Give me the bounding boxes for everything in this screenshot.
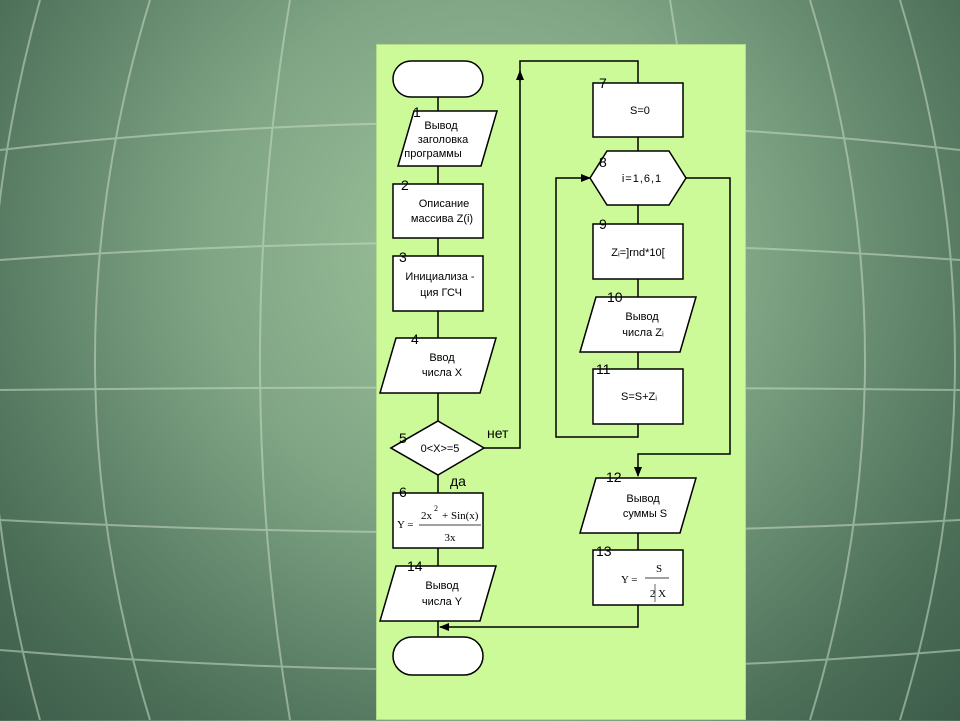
- block-1-output-title: 1 Вывод заголовка программы: [397, 104, 498, 167]
- svg-text:Y =: Y =: [397, 519, 414, 531]
- svg-text:2: 2: [401, 177, 409, 193]
- svg-text:3x: 3x: [445, 532, 457, 544]
- svg-text:нет: нет: [487, 425, 509, 441]
- svg-text:S=S+Zᵢ: S=S+Zᵢ: [621, 391, 657, 403]
- flowchart: 1 Вывод заголовка программы 2 Описание м…: [379, 60, 731, 676]
- svg-text:ция ГСЧ: ция ГСЧ: [420, 287, 462, 299]
- block-9-random-value: 9 Zᵢ=]rnd*10[: [592, 216, 684, 280]
- svg-text:Инициализа -: Инициализа -: [405, 271, 474, 283]
- svg-text:14: 14: [407, 558, 423, 574]
- svg-text:числа Zᵢ: числа Zᵢ: [622, 327, 664, 339]
- svg-text:S: S: [656, 563, 662, 575]
- svg-text:10: 10: [607, 289, 623, 305]
- svg-text:S=0: S=0: [630, 105, 650, 117]
- block-11-accumulate: 11 S=S+Zᵢ: [592, 361, 684, 425]
- left-connectors: [437, 60, 639, 637]
- right-connectors: [439, 137, 731, 631]
- svg-text:1: 1: [413, 104, 421, 120]
- block-12-output-sum: 12 Вывод суммы S: [579, 469, 697, 534]
- svg-text:массива Z(i): массива Z(i): [411, 213, 473, 225]
- block-14-output-y: 14 Вывод числа Y: [379, 558, 497, 622]
- svg-text:8: 8: [599, 154, 607, 170]
- svg-text:Вывод: Вывод: [625, 311, 659, 323]
- svg-text:Zᵢ=]rnd*10[: Zᵢ=]rnd*10[: [611, 247, 664, 259]
- svg-text:числа X: числа X: [422, 367, 463, 379]
- svg-text:i=1,6,1: i=1,6,1: [622, 173, 662, 185]
- svg-text:Y =: Y =: [621, 574, 638, 586]
- svg-text:Описание: Описание: [419, 198, 470, 210]
- block-13-formula-y: 13 Y = S 2 X: [592, 543, 684, 606]
- svg-text:4: 4: [411, 331, 419, 347]
- block-5-condition: 5 0<X>=5 нет да: [389, 420, 509, 489]
- svg-text:числа Y: числа Y: [422, 596, 463, 608]
- flowchart-panel: 1 Вывод заголовка программы 2 Описание м…: [376, 44, 746, 720]
- svg-text:Вывод: Вывод: [425, 580, 459, 592]
- svg-text:суммы S: суммы S: [623, 508, 667, 520]
- svg-text:13: 13: [596, 543, 612, 559]
- svg-text:Вывод: Вывод: [424, 120, 458, 132]
- block-10-output-zi: 10 Вывод числа Zᵢ: [579, 289, 697, 353]
- svg-text:заголовка: заголовка: [418, 134, 469, 146]
- svg-text:3: 3: [399, 249, 407, 265]
- svg-text:2: 2: [434, 504, 438, 513]
- svg-text:5: 5: [399, 430, 407, 446]
- svg-text:2 X: 2 X: [650, 588, 666, 600]
- svg-text:12: 12: [606, 469, 622, 485]
- start-terminator: [392, 60, 484, 98]
- block-4-input-x: 4 Ввод числа X: [379, 331, 497, 394]
- end-terminator: [392, 636, 484, 676]
- svg-text:7: 7: [599, 75, 607, 91]
- svg-text:Ввод: Ввод: [429, 352, 455, 364]
- block-7-sum-init: 7 S=0: [592, 75, 684, 138]
- block-6-formula-y: 6 Y = 2x 2 + Sin(x) 3x: [392, 484, 484, 549]
- svg-text:9: 9: [599, 216, 607, 232]
- svg-text:Вывод: Вывод: [626, 493, 660, 505]
- svg-text:да: да: [450, 473, 466, 489]
- svg-text:+ Sin(x): + Sin(x): [442, 510, 479, 522]
- block-2-array-description: 2 Описание массива Z(i): [392, 177, 484, 239]
- svg-text:0<X>=5: 0<X>=5: [421, 443, 460, 455]
- block-8-loop: 8 i=1,6,1: [589, 150, 687, 206]
- svg-text:11: 11: [596, 361, 611, 377]
- svg-text:6: 6: [399, 484, 407, 500]
- svg-text:2x: 2x: [421, 510, 433, 522]
- svg-text:программы: программы: [404, 148, 462, 160]
- block-3-rng-init: 3 Инициализа - ция ГСЧ: [392, 249, 484, 312]
